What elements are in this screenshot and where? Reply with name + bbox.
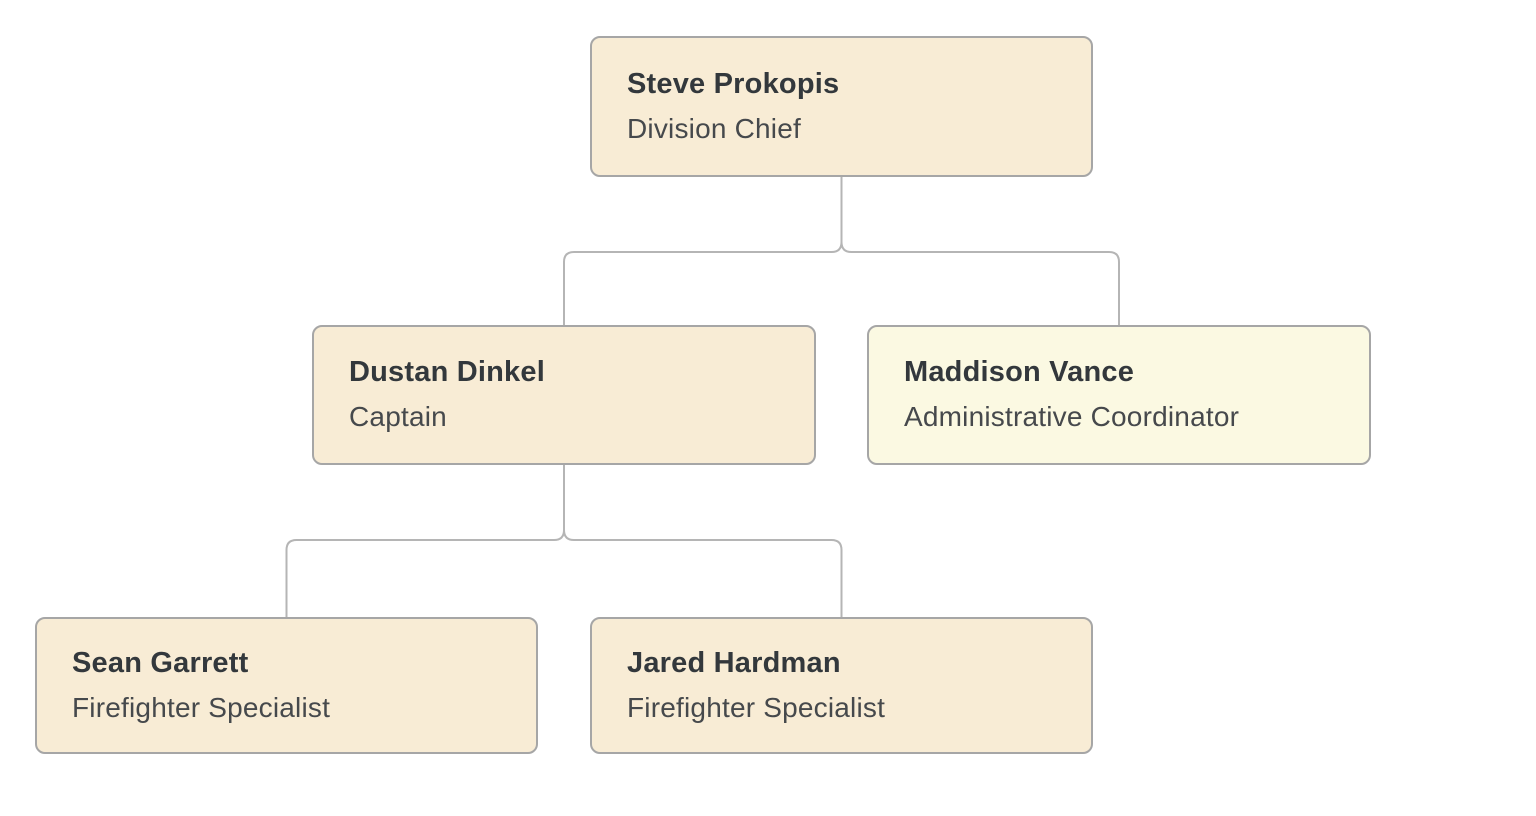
edge-captain-to-ff2 xyxy=(563,465,843,617)
person-name: Steve Prokopis xyxy=(627,67,840,100)
person-name: Dustan Dinkel xyxy=(349,356,545,389)
org-node-jared-hardman[interactable]: Jared Hardman Firefighter Specialist xyxy=(590,617,1093,754)
person-name: Sean Garrett xyxy=(72,646,249,679)
org-node-maddison-vance[interactable]: Maddison Vance Administrative Coordinato… xyxy=(867,325,1371,465)
edge-ceo-to-admin xyxy=(840,177,1120,325)
person-title: Division Chief xyxy=(627,112,801,144)
org-node-sean-garrett[interactable]: Sean Garrett Firefighter Specialist xyxy=(35,617,538,754)
person-title: Firefighter Specialist xyxy=(72,691,331,723)
edge-captain-to-ff1 xyxy=(285,465,565,617)
edge-ceo-to-captain xyxy=(563,177,843,325)
person-title: Captain xyxy=(349,401,447,433)
person-title: Firefighter Specialist xyxy=(627,691,886,723)
org-node-steve-prokopis[interactable]: Steve Prokopis Division Chief xyxy=(590,36,1093,177)
person-name: Jared Hardman xyxy=(627,646,841,679)
person-name: Maddison Vance xyxy=(904,356,1135,389)
person-title: Administrative Coordinator xyxy=(904,401,1240,433)
org-node-dustan-dinkel[interactable]: Dustan Dinkel Captain xyxy=(312,325,816,465)
